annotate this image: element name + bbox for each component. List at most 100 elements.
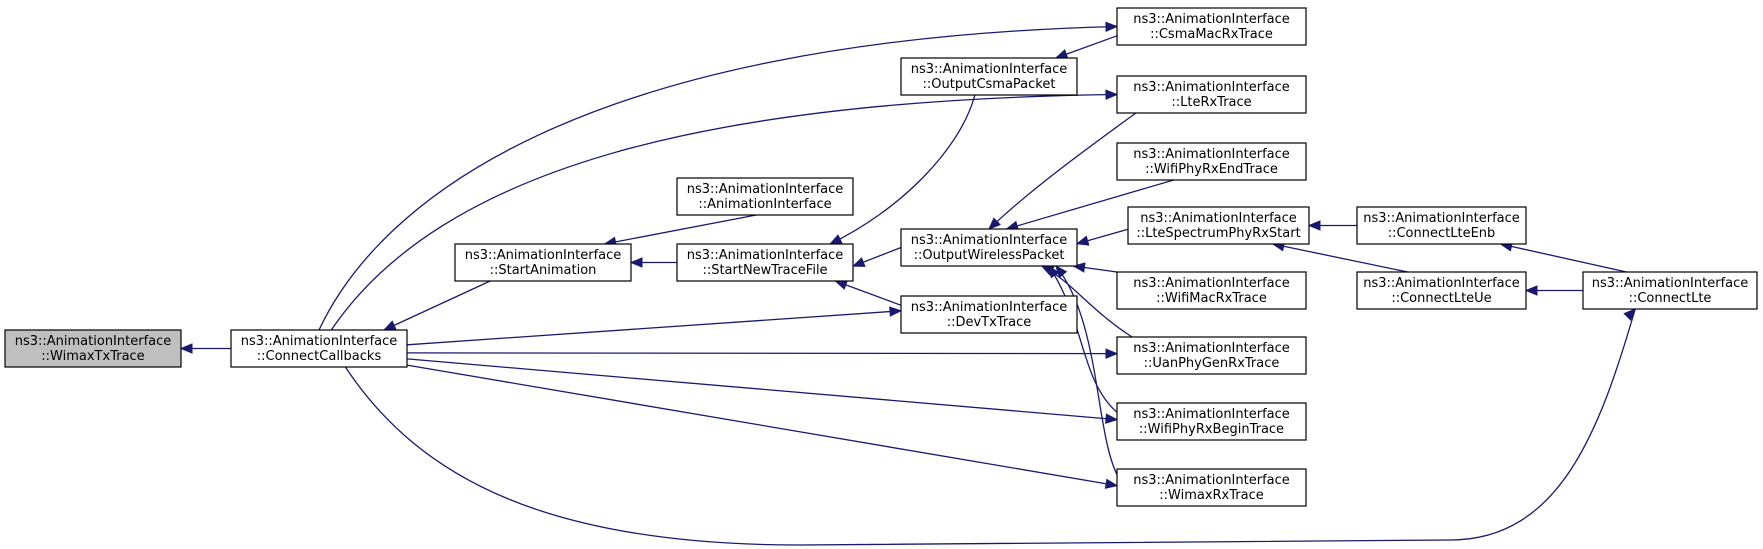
node-connectlte[interactable]: ns3::AnimationInterface::ConnectLte xyxy=(1582,271,1758,310)
edge-connectlte-to-connectlteenb xyxy=(1499,241,1627,273)
node-label-namespace: ns3::AnimationInterface xyxy=(687,182,844,197)
node-label-namespace: ns3::AnimationInterface xyxy=(1133,276,1290,291)
node-ltespectrumphyrxstart[interactable]: ns3::AnimationInterface::LteSpectrumPhyR… xyxy=(1127,206,1310,245)
node-label-method: ::AnimationInterface xyxy=(698,197,831,212)
node-label-method: ::OutputCsmaPacket xyxy=(923,77,1056,92)
node-box xyxy=(676,177,854,216)
node-box xyxy=(1582,271,1758,310)
edge-connectlte-to-connectlteue xyxy=(1524,285,1583,296)
node-box xyxy=(1116,468,1307,507)
node-box xyxy=(1356,271,1527,310)
node-label-method: ::StartNewTraceFile xyxy=(702,263,827,278)
node-label-method: ::ConnectLteEnb xyxy=(1388,226,1496,241)
node-box xyxy=(1116,271,1307,310)
node-startanimation[interactable]: ns3::AnimationInterface::StartAnimation xyxy=(454,243,632,282)
edge-connectlte-to-connectcallbacks xyxy=(344,308,1637,546)
edge-ltespectrumphyrxstart-to-outputwirelesspacket xyxy=(1075,228,1129,246)
node-label-namespace: ns3::AnimationInterface xyxy=(1140,211,1297,226)
edge-csmamacrxtrace-to-connectcallbacks xyxy=(318,21,1119,331)
edge-wimaxrxtrace-to-outputwirelesspacket xyxy=(1055,264,1118,475)
node-uanphygenrxtrace[interactable]: ns3::AnimationInterface::UanPhyGenRxTrac… xyxy=(1116,336,1307,375)
edge-devtxtrace-to-connectcallbacks xyxy=(406,306,903,346)
node-label-method: ::WimaxRxTrace xyxy=(1159,488,1263,503)
edge-wimaxrxtrace-to-connectcallbacks xyxy=(406,364,1119,489)
node-box xyxy=(900,57,1078,96)
edge-devtxtrace-to-startnewtracefile xyxy=(834,280,902,306)
node-label-method: ::StartAnimation xyxy=(490,263,597,278)
node-label-method: ::ConnectLte xyxy=(1629,291,1712,306)
node-box xyxy=(900,295,1078,334)
node-outputwirelesspacket[interactable]: ns3::AnimationInterface::OutputWirelessP… xyxy=(900,228,1078,267)
node-box xyxy=(1116,7,1307,46)
node-wifimacrxtrace[interactable]: ns3::AnimationInterface::WifiMacRxTrace xyxy=(1116,271,1307,310)
node-label-namespace: ns3::AnimationInterface xyxy=(687,248,844,263)
node-box xyxy=(1116,402,1307,441)
node-lterxtrace[interactable]: ns3::AnimationInterface::LteRxTrace xyxy=(1116,75,1307,114)
edge-wifiphyrxbegintrace-to-connectcallbacks xyxy=(406,358,1119,424)
edge-lterxtrace-to-outputwirelesspacket xyxy=(988,112,1137,230)
node-label-method: ::LteRxTrace xyxy=(1171,95,1251,110)
node-label-method: ::CsmaMacRxTrace xyxy=(1150,27,1273,42)
node-label-method: ::ConnectCallbacks xyxy=(257,349,382,364)
edges-layer xyxy=(179,21,1637,546)
node-label-namespace: ns3::AnimationInterface xyxy=(1363,211,1520,226)
edge-connectcallbacks-to-wimaxtx xyxy=(179,343,231,354)
node-label-method: ::OutputWirelessPacket xyxy=(914,248,1065,263)
node-label-method: ::WifiMacRxTrace xyxy=(1156,291,1267,306)
edge-connectlteue-to-ltespectrumphyrxstart xyxy=(1271,241,1408,273)
edge-animationinterface-to-startanimation xyxy=(603,214,757,248)
node-label-namespace: ns3::AnimationInterface xyxy=(1592,276,1749,291)
node-wimaxrxtrace[interactable]: ns3::AnimationInterface::WimaxRxTrace xyxy=(1116,468,1307,507)
node-label-namespace: ns3::AnimationInterface xyxy=(911,300,1068,315)
node-label-method: ::UanPhyGenRxTrace xyxy=(1144,356,1280,371)
node-connectlteenb[interactable]: ns3::AnimationInterface::ConnectLteEnb xyxy=(1356,206,1527,245)
node-label-namespace: ns3::AnimationInterface xyxy=(1133,341,1290,356)
node-label-method: ::WifiPhyRxEndTrace xyxy=(1145,162,1278,177)
node-label-namespace: ns3::AnimationInterface xyxy=(1363,276,1520,291)
node-wifiphyrxendtrace[interactable]: ns3::AnimationInterface::WifiPhyRxEndTra… xyxy=(1116,142,1307,181)
node-label-namespace: ns3::AnimationInterface xyxy=(15,334,172,349)
edge-startanimation-to-connectcallbacks xyxy=(382,280,491,331)
node-wifiphyrxbegintrace[interactable]: ns3::AnimationInterface::WifiPhyRxBeginT… xyxy=(1116,402,1307,441)
node-label-namespace: ns3::AnimationInterface xyxy=(465,248,622,263)
node-connectlteue[interactable]: ns3::AnimationInterface::ConnectLteUe xyxy=(1356,271,1527,310)
edge-outputcsmapacket-to-startnewtracefile xyxy=(828,94,976,245)
node-box xyxy=(1116,336,1307,375)
node-box xyxy=(900,228,1078,267)
node-box xyxy=(1116,75,1307,114)
edge-wifimacrxtrace-to-outputwirelesspacket xyxy=(1072,262,1118,273)
node-label-method: ::WifiPhyRxBeginTrace xyxy=(1139,422,1284,437)
node-label-namespace: ns3::AnimationInterface xyxy=(1133,147,1290,162)
node-label-namespace: ns3::AnimationInterface xyxy=(911,62,1068,77)
node-csmamacrxtrace[interactable]: ns3::AnimationInterface::CsmaMacRxTrace xyxy=(1116,7,1307,46)
edge-uanphygenrxtrace-to-connectcallbacks xyxy=(406,348,1119,359)
node-label-namespace: ns3::AnimationInterface xyxy=(1133,473,1290,488)
node-box xyxy=(1116,142,1307,181)
node-animationinterface[interactable]: ns3::AnimationInterface::AnimationInterf… xyxy=(676,177,854,216)
node-box xyxy=(676,243,854,282)
node-box xyxy=(1127,206,1310,245)
node-box xyxy=(454,243,632,282)
node-label-namespace: ns3::AnimationInterface xyxy=(911,233,1068,248)
node-box xyxy=(230,329,408,368)
node-box xyxy=(1356,206,1527,245)
node-devtxtrace[interactable]: ns3::AnimationInterface::DevTxTrace xyxy=(900,295,1078,334)
node-label-method: ::ConnectLteUe xyxy=(1391,291,1491,306)
node-label-namespace: ns3::AnimationInterface xyxy=(1133,407,1290,422)
node-label-method: ::WimaxTxTrace xyxy=(41,349,144,364)
node-label-namespace: ns3::AnimationInterface xyxy=(1133,80,1290,95)
edge-connectlteenb-to-ltespectrumphyrxstart xyxy=(1307,220,1357,231)
node-outputcsmapacket[interactable]: ns3::AnimationInterface::OutputCsmaPacke… xyxy=(900,57,1078,96)
node-startnewtracefile[interactable]: ns3::AnimationInterface::StartNewTraceFi… xyxy=(676,243,854,282)
edge-outputwirelesspacket-to-startnewtracefile xyxy=(851,246,902,267)
edge-lterxtrace-to-connectcallbacks xyxy=(330,89,1119,331)
nodes-layer: ns3::AnimationInterface::WimaxTxTracens3… xyxy=(4,7,1758,507)
node-label-namespace: ns3::AnimationInterface xyxy=(1133,12,1290,27)
node-box xyxy=(4,329,182,368)
node-wimaxtx[interactable]: ns3::AnimationInterface::WimaxTxTrace xyxy=(4,329,182,368)
node-label-method: ::DevTxTrace xyxy=(947,315,1032,330)
node-connectcallbacks[interactable]: ns3::AnimationInterface::ConnectCallback… xyxy=(230,329,408,368)
edge-wifiphyrxendtrace-to-outputwirelesspacket xyxy=(1005,179,1174,231)
edge-startnewtracefile-to-startanimation xyxy=(629,257,677,268)
node-label-namespace: ns3::AnimationInterface xyxy=(241,334,398,349)
